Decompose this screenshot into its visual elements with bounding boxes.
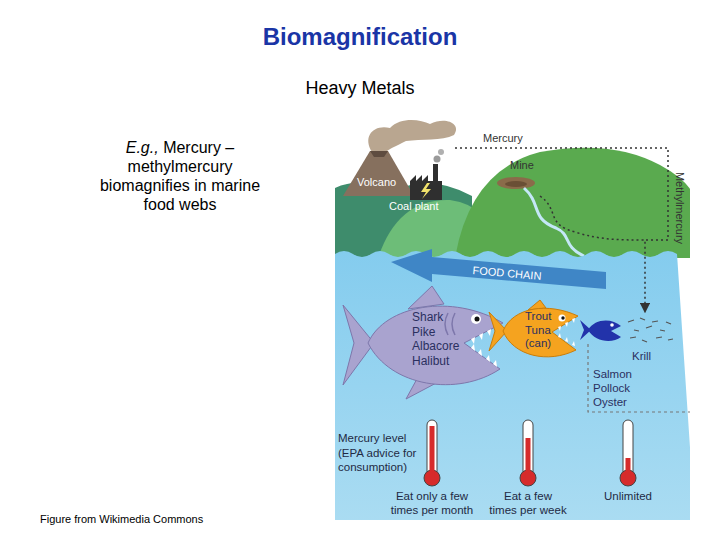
source-label: Mine xyxy=(510,158,534,172)
mercury-path xyxy=(455,148,668,240)
small-fish xyxy=(588,320,621,341)
fish-teeth xyxy=(558,318,575,346)
node-text: Eat a few times per week xyxy=(488,489,568,517)
mercury-column xyxy=(526,438,531,478)
stack-smoke xyxy=(434,156,441,163)
intro-paragraph: E.g.,Mercury – methylmercury biomagnifie… xyxy=(92,138,268,214)
krill xyxy=(628,318,673,342)
volcano-crater xyxy=(370,151,388,157)
fish-gills xyxy=(445,313,455,335)
intro-lead: E.g., xyxy=(126,139,159,156)
fish-pupil xyxy=(475,317,480,322)
scene xyxy=(335,120,690,520)
source-label: Volcano xyxy=(357,175,396,189)
credit-note: Figure from Wikimedia Commons xyxy=(40,512,203,526)
node-text: Unlimited xyxy=(583,489,673,503)
diagram-title: Biomagnification xyxy=(160,23,560,51)
smokestack xyxy=(433,164,438,182)
mercury-column xyxy=(430,426,435,478)
stack-smoke xyxy=(438,149,444,155)
water xyxy=(335,251,690,520)
flow-label: Methylmercury xyxy=(673,172,687,244)
node-text: Eat only a few times per month xyxy=(387,489,477,517)
fish-eye xyxy=(471,314,481,324)
small-fish-eye xyxy=(610,323,614,327)
coal-plant xyxy=(410,181,442,200)
mercury-column xyxy=(626,458,631,478)
node-text-block: Eat only a few times per month xyxy=(387,489,477,517)
fish-fin xyxy=(408,286,444,309)
subtitle: Heavy Metals xyxy=(260,77,460,100)
intro-text: Mercury – methylmercury biomagnifies in … xyxy=(100,139,260,213)
mine-pit xyxy=(497,177,535,189)
fish-body xyxy=(503,308,578,357)
node-text: Salmon Pollock Oyster xyxy=(593,367,632,409)
right-hill xyxy=(455,148,690,258)
thermometer: Eat a few times per week xyxy=(478,416,578,520)
node-text-block: Salmon Pollock Oyster xyxy=(593,367,632,409)
axis-note: Mercury level (EPA advice for consumptio… xyxy=(338,431,432,475)
predator-fish: Shark Pike Albacore Halibut xyxy=(340,285,505,400)
methylmercury-path xyxy=(540,196,645,312)
node-text-block: Trout Tuna (can) xyxy=(525,310,551,351)
fish-eye xyxy=(559,315,566,322)
node-text-block: Shark Pike Albacore Halibut xyxy=(412,310,459,368)
fish-body xyxy=(368,306,503,385)
coal-plant-roof xyxy=(410,175,428,181)
node-text-block: Unlimited xyxy=(583,489,673,503)
lightning-bolt xyxy=(421,183,431,199)
fish-pupil xyxy=(561,316,564,319)
organism-label: Krill xyxy=(632,349,651,363)
source-label: Mercury xyxy=(483,131,523,145)
mine-pit-inner xyxy=(505,181,527,187)
prey-fish: Trout Tuna (can) xyxy=(488,298,580,364)
volcano xyxy=(343,151,414,196)
node-outline xyxy=(578,416,678,520)
node-text: Trout Tuna (can) xyxy=(525,310,551,351)
volcano-smoke xyxy=(368,120,456,152)
thermometer: Unlimited xyxy=(578,416,678,520)
node-text: Shark Pike Albacore Halibut xyxy=(412,310,459,368)
dashed-bracket xyxy=(588,344,690,412)
food-chain-arrow xyxy=(391,249,606,289)
source-label: Coal plant xyxy=(389,199,439,213)
node-text-block: Eat a few times per week xyxy=(488,489,568,517)
river xyxy=(524,188,584,256)
